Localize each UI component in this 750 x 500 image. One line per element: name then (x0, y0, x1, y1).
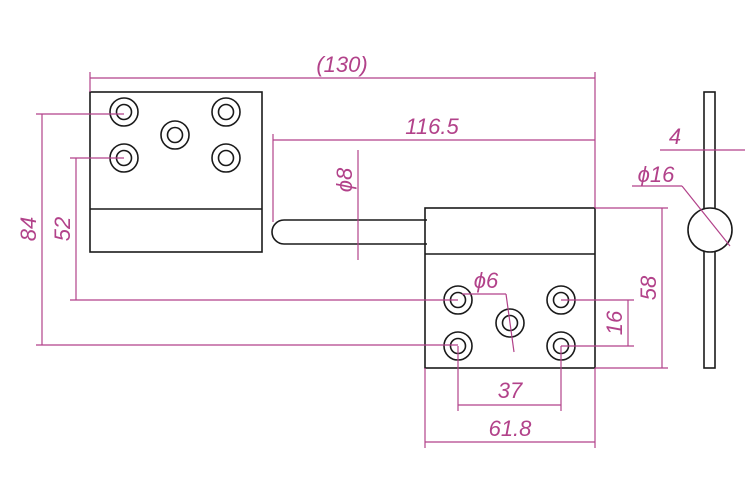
dim-label-barrel-diameter: ϕ16 (638, 162, 675, 187)
dim-label-right-leaf-height: 58 (636, 275, 661, 300)
dim-label-hole-spacing-horizontal: 37 (498, 378, 523, 403)
dim-hole-spacing-horizontal: 37 (457, 346, 562, 411)
dim-barrel-diameter: ϕ16 (632, 162, 731, 247)
hole (109, 97, 139, 127)
dim-thickness: 4 (660, 124, 745, 151)
dim-hole-row-offset: 16 (561, 299, 634, 347)
dim-right-leaf-height: 58 (595, 207, 668, 369)
hole (160, 120, 190, 150)
dim-label-hole-row-offset: 16 (602, 310, 627, 335)
dim-hole-diameter: ϕ6 (462, 268, 515, 353)
hole (211, 97, 241, 127)
dim-label-hole-diameter: ϕ6 (474, 268, 499, 293)
hole (211, 143, 241, 173)
dim-label-right-leaf-width: 61.8 (489, 416, 533, 441)
side-view (687, 91, 733, 369)
hinge-pin (271, 219, 427, 245)
dim-right-leaf-width: 61.8 (424, 368, 596, 448)
dim-left-leaf-height: 84 (16, 113, 458, 346)
dim-label-pin-diameter: ϕ8 (332, 167, 357, 192)
dim-label-hole-spacing-vertical: 52 (50, 217, 75, 241)
dim-label-thickness: 4 (669, 124, 681, 149)
left-leaf (89, 91, 263, 253)
hole (495, 308, 525, 338)
dim-label-left-leaf-height: 84 (16, 217, 41, 241)
dim-pin-diameter: ϕ8 (332, 150, 359, 260)
dim-label-overall-length: (130) (316, 52, 367, 77)
dim-hole-spacing-vertical: 52 (50, 157, 458, 301)
left-leaf-holes (109, 97, 241, 173)
right-leaf (424, 207, 596, 369)
dim-pin-offset: 116.5 (272, 114, 595, 222)
dim-label-pin-offset: 116.5 (405, 114, 459, 139)
